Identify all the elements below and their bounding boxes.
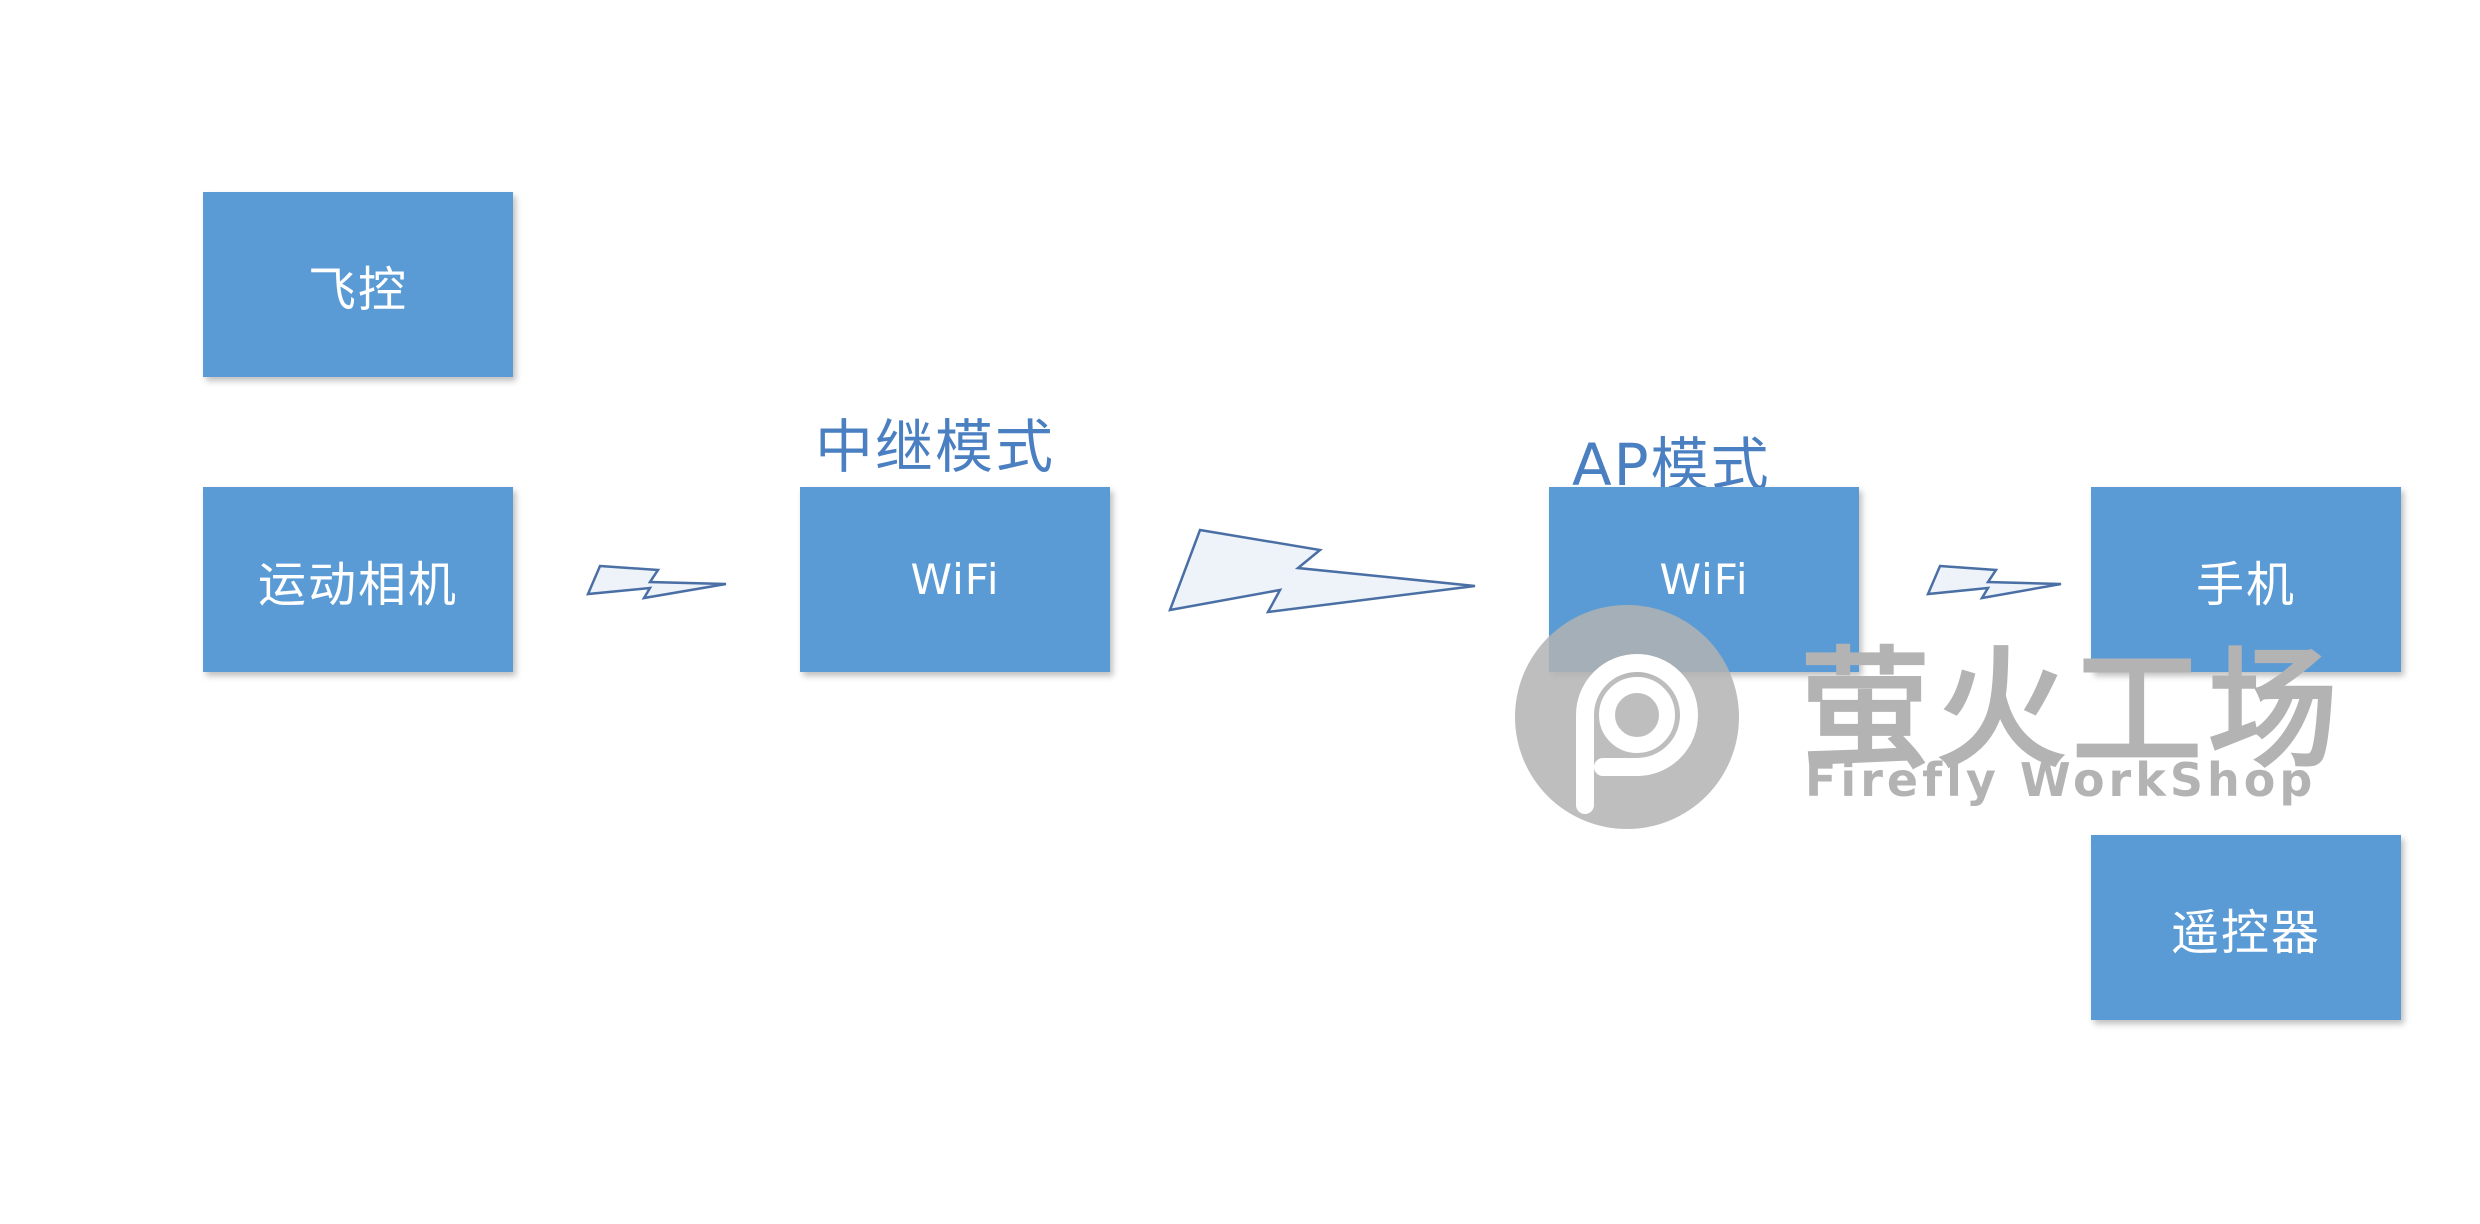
phone-label: 手机 bbox=[2195, 556, 2296, 613]
relay-mode-label: 中继模式 bbox=[815, 413, 1056, 481]
wifi-relay-label: WiFi bbox=[910, 555, 1000, 604]
lightning-bolt-icon bbox=[1926, 564, 2062, 600]
remote-controller-box: 遥控器 bbox=[2091, 835, 2401, 1020]
action-camera-box: 运动相机 bbox=[203, 487, 513, 672]
action-camera-label: 运动相机 bbox=[257, 556, 458, 613]
wifi-ap-label: WiFi bbox=[1659, 555, 1749, 604]
phone-box: 手机 bbox=[2091, 487, 2401, 672]
flight-controller-label: 飞控 bbox=[307, 261, 408, 318]
watermark-text-en: Firefly WorkShop bbox=[1805, 753, 2317, 807]
flight-controller-box: 飞控 bbox=[203, 192, 513, 377]
lightning-bolt-icon bbox=[586, 564, 727, 600]
remote-controller-label: 遥控器 bbox=[2170, 904, 2321, 961]
bolt-shape bbox=[586, 564, 727, 600]
bolt-shape bbox=[1168, 528, 1476, 614]
lightning-bolt-icon bbox=[1168, 528, 1476, 614]
wifi-relay-box: WiFi bbox=[800, 487, 1110, 672]
wifi-ap-box: WiFi bbox=[1549, 487, 1859, 672]
bolt-shape bbox=[1926, 564, 2062, 600]
